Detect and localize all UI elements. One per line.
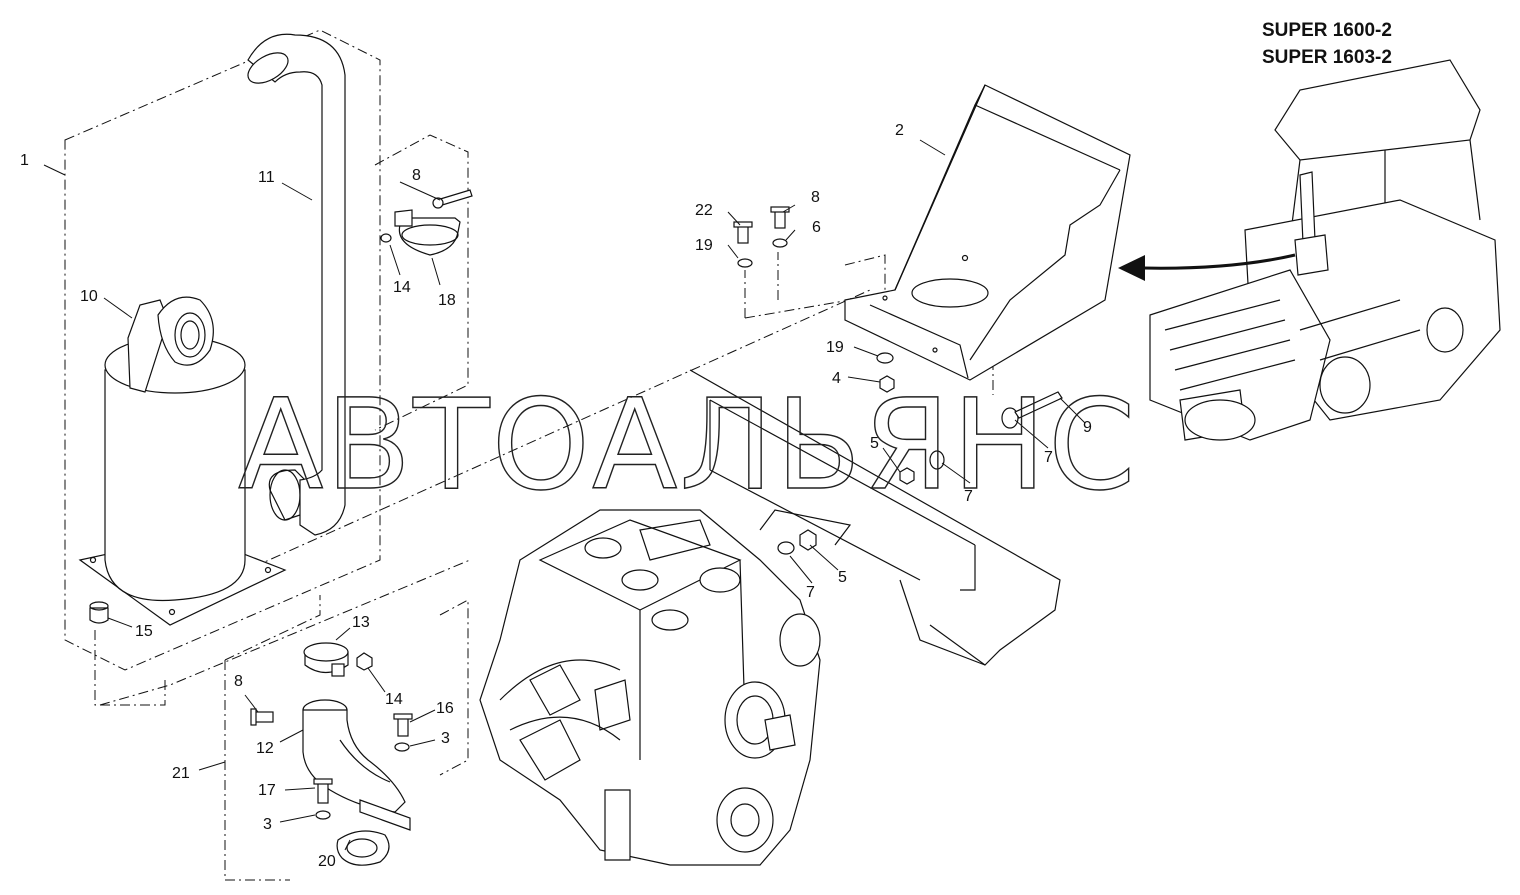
callout-11: 11 bbox=[258, 169, 275, 186]
fasteners bbox=[250, 189, 1063, 820]
callout-14-upper: 14 bbox=[393, 279, 411, 296]
callout-12: 12 bbox=[256, 740, 274, 757]
callout-21: 21 bbox=[172, 765, 190, 782]
callout-4: 4 bbox=[832, 370, 841, 387]
callout-22: 22 bbox=[695, 202, 713, 219]
callout-5-upper: 5 bbox=[870, 435, 879, 452]
callout-3-lower: 3 bbox=[263, 816, 272, 833]
callout-10: 10 bbox=[80, 288, 98, 305]
callout-8-lower: 8 bbox=[234, 673, 243, 690]
callout-8-cover: 8 bbox=[811, 189, 820, 206]
model-title-1603: SUPER 1603-2 bbox=[1262, 47, 1392, 68]
callout-7-right: 7 bbox=[1044, 449, 1053, 466]
watermark-text: АВТОАЛЬЯНС bbox=[238, 373, 1137, 518]
callout-15: 15 bbox=[135, 623, 153, 640]
engine-block bbox=[479, 509, 821, 866]
part-callouts: 1 2 3 3 4 5 5 6 7 7 7 8 8 8 9 10 11 12 1… bbox=[20, 122, 1092, 870]
callout-5-lower: 5 bbox=[838, 569, 847, 586]
callout-17: 17 bbox=[258, 782, 276, 799]
callout-16: 16 bbox=[436, 700, 454, 717]
model-title-1600: SUPER 1600-2 bbox=[1262, 20, 1392, 41]
callout-3-upper: 3 bbox=[441, 730, 450, 747]
muffler-assembly bbox=[78, 296, 306, 626]
callout-19-lower: 19 bbox=[826, 339, 844, 356]
assembly-boundaries bbox=[64, 29, 994, 881]
callout-19-cover: 19 bbox=[695, 237, 713, 254]
callout-9: 9 bbox=[1083, 419, 1092, 436]
paver-machine bbox=[1149, 59, 1501, 441]
callout-18: 18 bbox=[438, 292, 456, 309]
callout-6: 6 bbox=[812, 219, 821, 236]
exhaust-pipe bbox=[247, 33, 346, 536]
clamps bbox=[303, 209, 461, 677]
callout-13: 13 bbox=[352, 614, 370, 631]
callout-1: 1 bbox=[20, 152, 29, 169]
location-arrow bbox=[1118, 253, 1296, 281]
heat-shield-cover bbox=[844, 84, 1131, 381]
callout-8-top: 8 bbox=[412, 167, 421, 184]
callout-7-middle: 7 bbox=[964, 488, 973, 505]
frame-structure bbox=[689, 369, 1061, 666]
callout-20: 20 bbox=[318, 853, 336, 870]
leader-lines bbox=[43, 139, 1086, 851]
callout-7-lower: 7 bbox=[806, 584, 815, 601]
callout-2: 2 bbox=[895, 122, 904, 139]
callout-14-lower: 14 bbox=[385, 691, 403, 708]
